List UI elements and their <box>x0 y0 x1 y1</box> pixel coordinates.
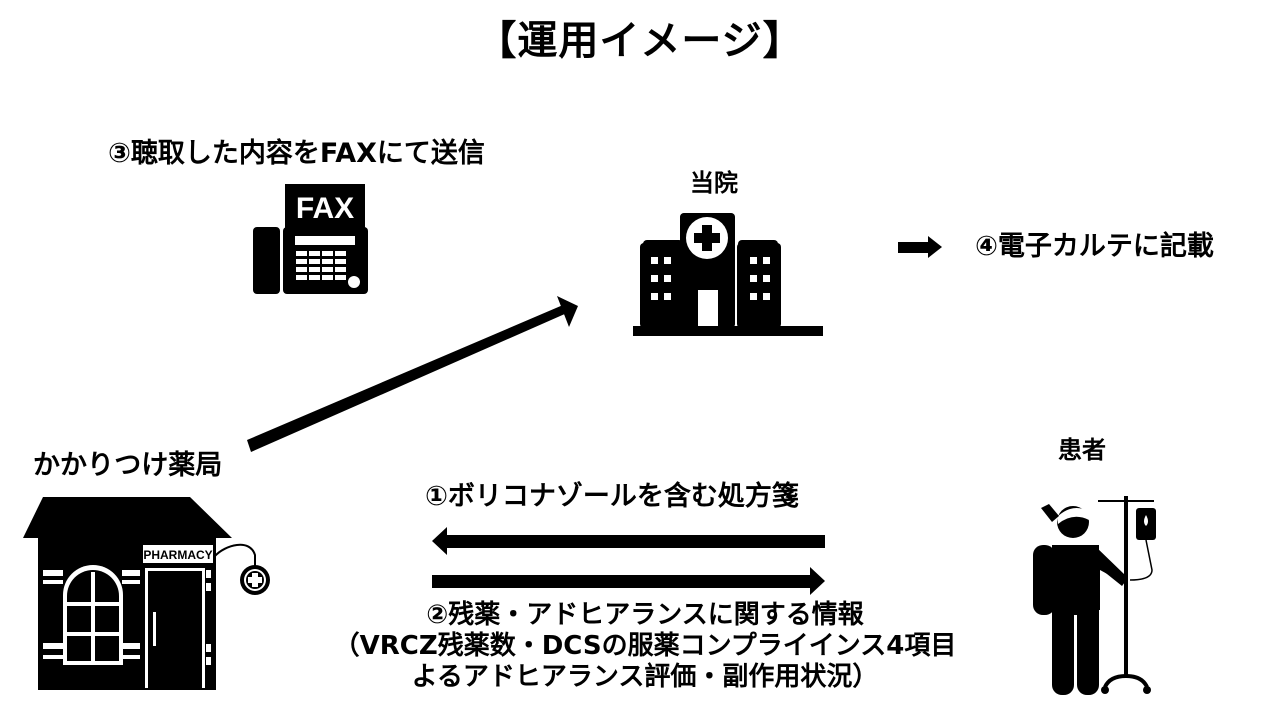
step2-line2: （VRCZ残薬数・DCSの服薬コンプライインス4項目 <box>333 631 957 662</box>
step1-label: ①ボリコナゾールを含む処方箋 <box>425 481 799 512</box>
record-arrow <box>898 236 942 258</box>
pharmacy-sign-text: PHARMACY <box>143 548 212 562</box>
step4-label: ④電子カルテに記載 <box>975 231 1214 262</box>
info-arrow <box>432 567 825 595</box>
patient-label: 患者 <box>1058 436 1106 464</box>
pharmacy-label: かかりつけ薬局 <box>33 450 223 481</box>
step2-label-block: ②残薬・アドヒアランスに関する情報 （VRCZ残薬数・DCSの服薬コンプライイン… <box>315 600 975 694</box>
fax-sign-text: FAX <box>296 192 354 225</box>
fax-body <box>283 227 368 294</box>
step2-line1: ②残薬・アドヒアランスに関する情報 <box>426 600 864 630</box>
step2-line3: よるアドヒアランス評価・副作用状況） <box>411 662 879 693</box>
hospital-label: 当院 <box>690 169 738 197</box>
fax-arrow <box>247 296 578 452</box>
step3-label: ③聴取した内容をFAXにて送信 <box>108 138 485 169</box>
fax-handset <box>253 227 280 294</box>
page-title: 【運用イメージ】 <box>476 18 804 64</box>
prescription-arrow <box>432 527 825 555</box>
